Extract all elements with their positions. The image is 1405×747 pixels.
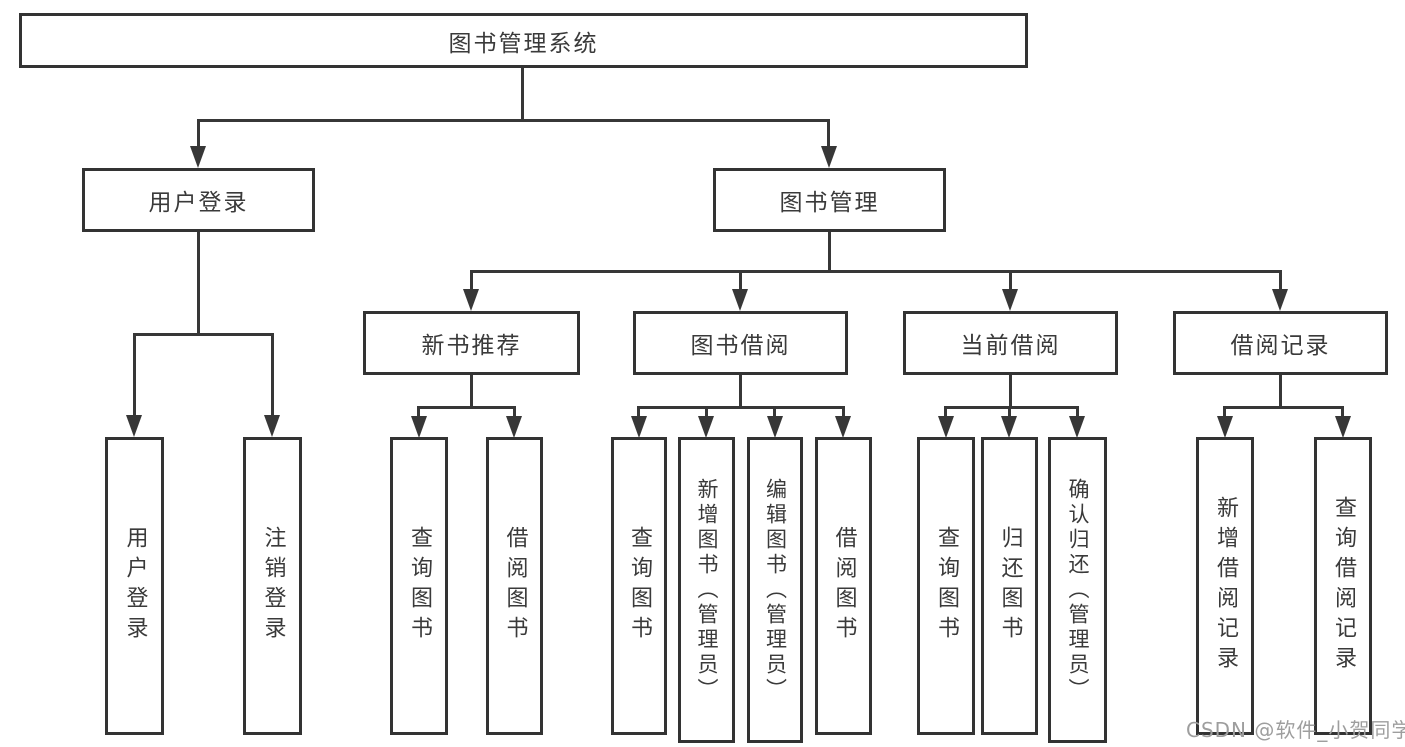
leaf-bb-add-books-admin: 新增图书（管理员）	[678, 437, 735, 743]
edge-drop-bb-query	[637, 406, 640, 417]
node-book-mgmt-label: 图书管理	[779, 190, 880, 216]
edge-current-borrow-crossbar	[945, 406, 1079, 409]
leaf-bb-query-books-label: 查询图书	[627, 526, 652, 646]
leaf-user-login-label: 用户登录	[122, 526, 148, 646]
leaf-cb-query-books-label: 查询图书	[934, 526, 959, 646]
edge-drop-nb-query	[417, 406, 420, 417]
node-user-login-label: 用户登录	[148, 190, 249, 216]
leaf-nb-query-books-label: 查询图书	[407, 526, 432, 646]
leaf-bb-edit-books-admin-label: 编辑图书（管理员）	[763, 477, 788, 703]
edge-user-login-stem	[197, 232, 200, 336]
edge-drop-cb-return	[1008, 406, 1011, 417]
edge-drop-leaf-logout	[271, 333, 274, 415]
node-user-login: 用户登录	[82, 168, 315, 232]
leaf-br-query-record-label: 查询借阅记录	[1331, 496, 1356, 676]
leaf-nb-borrow-books-label: 借阅图书	[502, 526, 528, 646]
edge-borrow-records-crossbar	[1224, 406, 1344, 409]
leaf-br-query-record: 查询借阅记录	[1314, 437, 1372, 735]
edge-drop-book-mgmt	[827, 119, 830, 147]
leaf-cb-return-books: 归还图书	[981, 437, 1038, 735]
arrowhead-nb-borrow	[506, 416, 522, 438]
leaf-nb-query-books: 查询图书	[390, 437, 448, 735]
arrowhead-bb-query	[631, 416, 647, 438]
edge-book-borrow-stem	[739, 375, 742, 409]
arrowhead-cb-confirm	[1069, 416, 1085, 438]
edge-drop-borrow-records	[1279, 270, 1282, 290]
leaf-nb-borrow-books: 借阅图书	[486, 437, 543, 735]
node-new-books-label: 新书推荐	[421, 333, 522, 359]
node-book-mgmt: 图书管理	[713, 168, 946, 232]
node-borrow-records: 借阅记录	[1173, 311, 1388, 375]
node-borrow-records-label: 借阅记录	[1230, 333, 1331, 359]
edge-new-books-stem	[470, 375, 473, 409]
edge-drop-bb-borrow	[842, 406, 845, 417]
edge-book-borrow-crossbar	[638, 406, 845, 409]
arrowhead-cb-return	[1001, 416, 1017, 438]
leaf-bb-edit-books-admin: 编辑图书（管理员）	[747, 437, 803, 743]
leaf-user-login: 用户登录	[105, 437, 164, 735]
arrowhead-current-borrow	[1002, 289, 1018, 311]
arrowhead-book-mgmt	[821, 146, 837, 168]
edge-current-borrow-stem	[1009, 375, 1012, 409]
arrowhead-nb-query	[411, 416, 427, 438]
leaf-cb-return-books-label: 归还图书	[997, 526, 1023, 646]
arrowhead-cb-query	[938, 416, 954, 438]
arrowhead-bb-edit	[767, 416, 783, 438]
arrowhead-new-books	[463, 289, 479, 311]
arrowhead-user-login	[190, 146, 206, 168]
arrowhead-bb-add	[698, 416, 714, 438]
edge-drop-bb-edit	[773, 406, 776, 417]
arrowhead-bb-borrow	[835, 416, 851, 438]
arrowhead-br-query	[1335, 416, 1351, 438]
edge-drop-book-borrow	[739, 270, 742, 290]
leaf-cb-query-books: 查询图书	[917, 437, 975, 735]
leaf-bb-borrow-books: 借阅图书	[815, 437, 872, 735]
leaf-bb-borrow-books-label: 借阅图书	[831, 526, 857, 646]
edge-root-stem	[521, 68, 524, 120]
edge-drop-current-borrow	[1009, 270, 1012, 290]
leaf-bb-add-books-admin-label: 新增图书（管理员）	[695, 477, 719, 703]
edge-drop-cb-confirm	[1076, 406, 1079, 417]
arrowhead-borrow-records	[1272, 289, 1288, 311]
edge-drop-cb-query	[944, 406, 947, 417]
edge-root-crossbar	[197, 119, 830, 122]
node-new-books: 新书推荐	[363, 311, 580, 375]
edge-book-mgmt-crossbar	[470, 270, 1281, 273]
node-book-borrow-label: 图书借阅	[690, 333, 791, 359]
edge-drop-new-books	[470, 270, 473, 290]
edge-drop-leaf-login	[133, 333, 136, 415]
csdn-watermark: CSDN @软件_小贺同学	[1186, 718, 1405, 742]
leaf-br-add-record-label: 新增借阅记录	[1213, 496, 1238, 676]
leaf-cb-confirm-return-admin-label: 确认归还（管理员）	[1066, 477, 1090, 703]
node-root: 图书管理系统	[19, 13, 1028, 68]
edge-borrow-records-stem	[1279, 375, 1282, 409]
edge-drop-br-add	[1223, 406, 1226, 417]
leaf-logout: 注销登录	[243, 437, 302, 735]
arrowhead-book-borrow	[732, 289, 748, 311]
edge-drop-br-query	[1341, 406, 1344, 417]
leaf-bb-query-books: 查询图书	[611, 437, 667, 735]
node-current-borrow: 当前借阅	[903, 311, 1118, 375]
edge-user-login-crossbar	[133, 333, 274, 336]
leaf-logout-label: 注销登录	[260, 526, 286, 646]
node-current-borrow-label: 当前借阅	[960, 333, 1061, 359]
edge-new-books-crossbar	[418, 406, 516, 409]
node-root-label: 图书管理系统	[448, 30, 599, 57]
arrowhead-leaf-login	[126, 415, 142, 437]
node-book-borrow: 图书借阅	[633, 311, 848, 375]
edge-drop-user-login	[197, 119, 200, 147]
arrowhead-leaf-logout	[264, 415, 280, 437]
leaf-cb-confirm-return-admin: 确认归还（管理员）	[1048, 437, 1107, 743]
edge-book-mgmt-stem	[828, 232, 831, 273]
arrowhead-br-add	[1217, 416, 1233, 438]
leaf-br-add-record: 新增借阅记录	[1196, 437, 1254, 735]
edge-drop-nb-borrow	[513, 406, 516, 417]
edge-drop-bb-add	[705, 406, 708, 417]
